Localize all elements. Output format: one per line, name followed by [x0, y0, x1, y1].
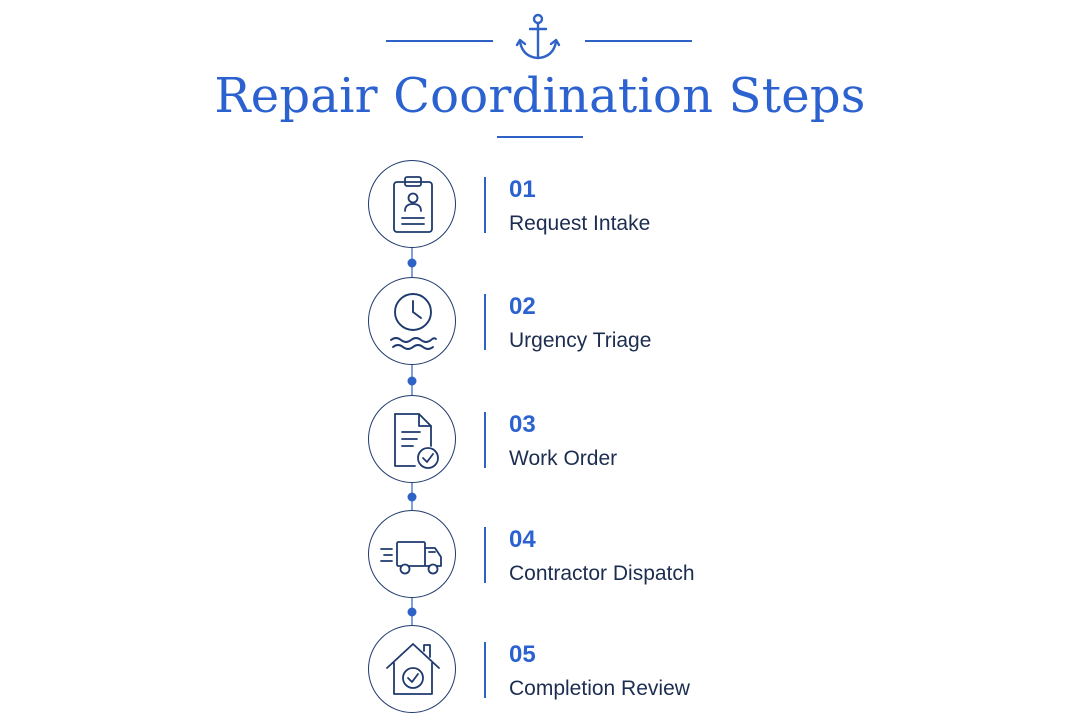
step-label: Completion Review: [509, 677, 690, 700]
step-divider: [484, 177, 486, 233]
step-number: 05: [509, 641, 536, 668]
step-number: 02: [509, 293, 536, 320]
step-request-intake: 01 Request Intake: [368, 160, 788, 252]
step-label: Urgency Triage: [509, 329, 652, 352]
step-label: Contractor Dispatch: [509, 562, 695, 585]
anchor-icon: [515, 13, 561, 60]
step-completion-review: 05 Completion Review: [368, 625, 788, 717]
step-icon-circle: [368, 160, 456, 248]
clipboard-user-icon: [393, 176, 433, 233]
connector-dot-1: [407, 258, 417, 268]
step-icon-circle: [368, 277, 456, 365]
connector-dot-4: [407, 607, 417, 617]
step-number: 03: [509, 411, 536, 438]
connector-dot-2: [407, 376, 417, 386]
step-divider: [484, 412, 486, 468]
step-icon-circle: [368, 625, 456, 713]
step-icon-circle: [368, 510, 456, 598]
step-icon-circle: [368, 395, 456, 483]
connector-dot-3: [407, 492, 417, 502]
title-underline: [497, 136, 583, 138]
step-urgency-triage: 02 Urgency Triage: [368, 277, 788, 369]
step-number: 01: [509, 176, 536, 203]
page-title: Repair Coordination Steps: [214, 68, 866, 124]
clock-waves-icon: [390, 293, 437, 350]
header-rule-right: [585, 40, 692, 42]
step-label: Work Order: [509, 447, 618, 470]
step-divider: [484, 527, 486, 583]
house-check-icon: [386, 643, 440, 695]
step-divider: [484, 642, 486, 698]
step-divider: [484, 294, 486, 350]
step-work-order: 03 Work Order: [368, 395, 788, 487]
step-contractor-dispatch: 04 Contractor Dispatch: [368, 510, 788, 602]
step-label: Request Intake: [509, 212, 651, 235]
document-check-icon: [394, 413, 439, 469]
delivery-truck-icon: [380, 541, 442, 575]
header-rule-left: [386, 40, 493, 42]
step-number: 04: [509, 526, 536, 553]
